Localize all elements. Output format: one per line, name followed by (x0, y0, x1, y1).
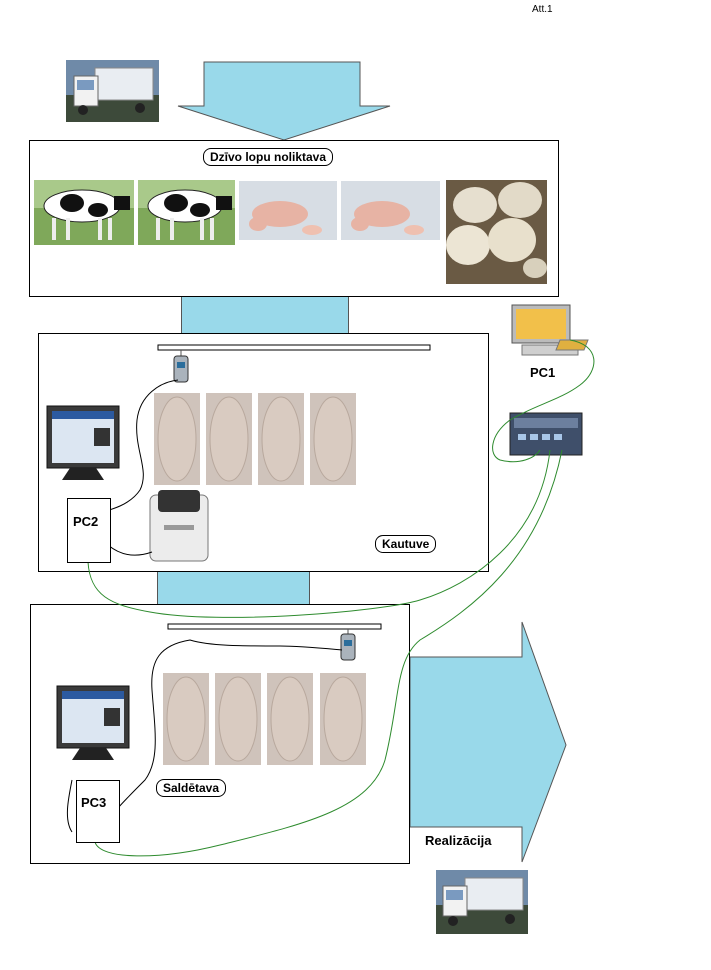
hanging-scale-icon-1 (173, 350, 189, 383)
cow-image-2 (138, 180, 235, 245)
inbound-arrow (177, 61, 391, 141)
outbound-arrow (409, 621, 567, 863)
overhead-rail-2 (167, 623, 382, 630)
carcass-row-slaughterhouse (154, 393, 356, 485)
sheep-image (446, 180, 547, 284)
printer-wire (107, 544, 153, 556)
cable-pc1-switch (492, 339, 595, 463)
cable-switch-pc2 (87, 449, 551, 618)
carcass-row-freezer (163, 673, 366, 765)
pig-image-2 (341, 181, 440, 240)
pig-image-1 (239, 181, 337, 240)
freezer-title: Saldētava (156, 779, 227, 797)
monitor-icon-pc2 (46, 405, 120, 480)
hanging-scale-icon-2 (340, 629, 356, 661)
cow-image-1 (34, 180, 134, 245)
label-printer-icon (149, 490, 209, 562)
realization-label: Realizācija (425, 833, 492, 848)
pc2-label: PC2 (73, 514, 99, 529)
scale-wire-1 (101, 379, 179, 513)
monitor-icon-pc3 (56, 685, 130, 760)
truck-icon-top (66, 60, 159, 122)
warehouse-title: Dzīvo lopu noliktava (203, 148, 334, 166)
cable-switch-pc3 (94, 449, 563, 857)
network-switch-icon (509, 412, 583, 456)
pc3-label: PC3 (81, 795, 107, 810)
slaughterhouse-title: Kautuve (375, 535, 437, 553)
pc2-box (67, 498, 111, 563)
attachment-label: Att.1 (532, 4, 553, 15)
pc3-box (76, 780, 120, 843)
pc3-wire (66, 779, 73, 833)
overhead-rail-1 (157, 344, 431, 351)
pc1-label: PC1 (530, 365, 556, 380)
truck-icon-bottom (436, 870, 528, 934)
scale-wire-2 (117, 639, 343, 809)
computer-icon-pc1 (511, 304, 589, 356)
